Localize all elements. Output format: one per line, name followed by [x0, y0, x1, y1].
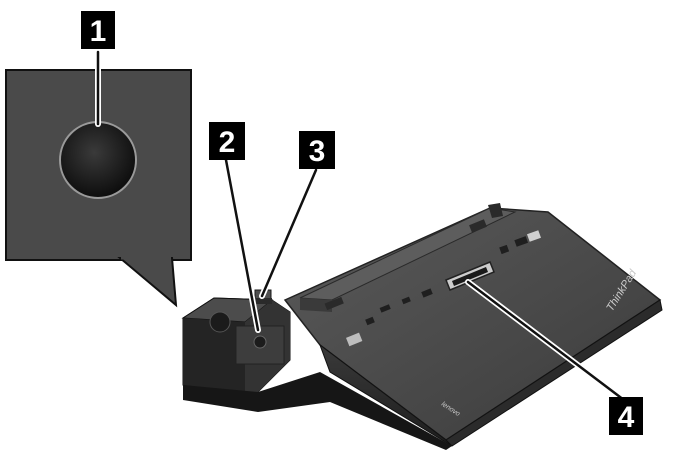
callout-4: 4 — [609, 397, 643, 435]
callout-2-number: 2 — [219, 126, 236, 159]
eject-button-zoomed-circle — [59, 121, 137, 199]
callout-4-number: 4 — [618, 401, 635, 434]
callout-1: 1 — [81, 11, 115, 49]
dock-ports — [324, 219, 542, 347]
callout-3: 3 — [299, 131, 335, 169]
callout-1-number: 1 — [90, 15, 107, 48]
leader-lines — [95, 49, 627, 403]
docking-connector — [445, 261, 495, 291]
callout-2: 2 — [209, 122, 245, 160]
callout-3-number: 3 — [309, 135, 326, 168]
docking-station: ThinkPad lenovo — [181, 203, 663, 450]
